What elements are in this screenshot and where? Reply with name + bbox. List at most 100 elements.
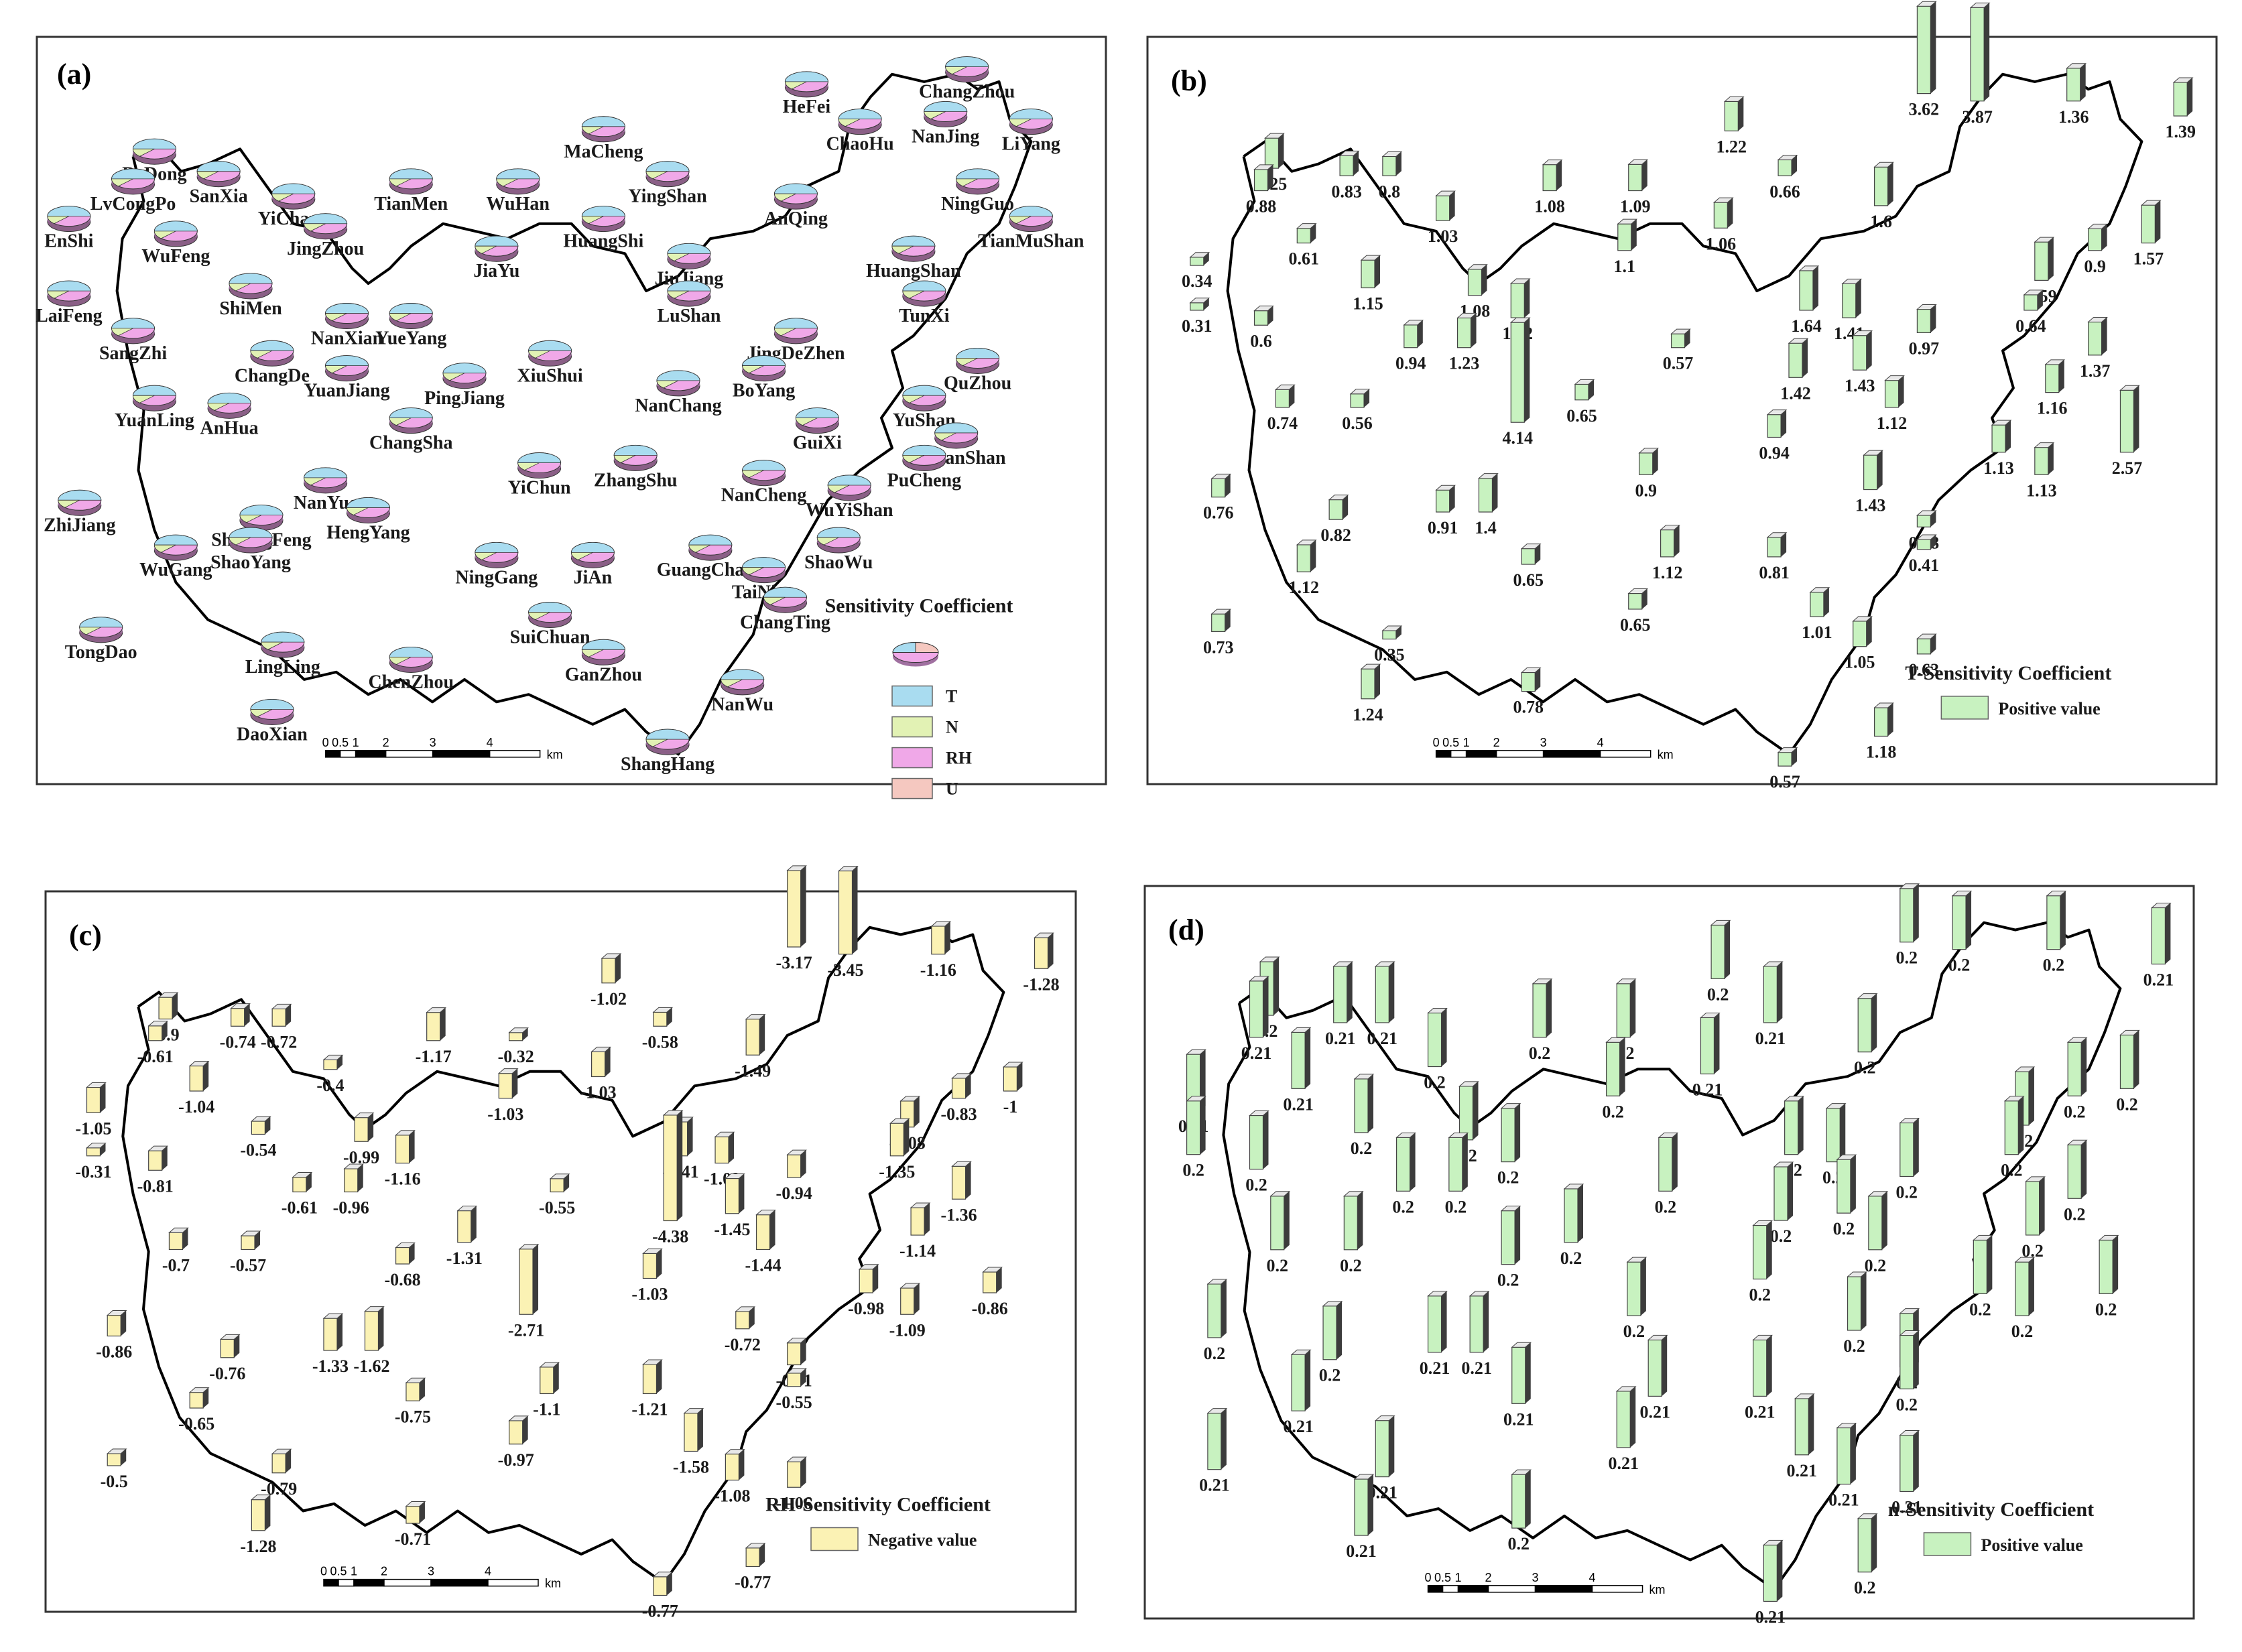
bar-value-label: 0.21 bbox=[1609, 1454, 1639, 1473]
bar-side bbox=[162, 1021, 168, 1041]
pie-slice-t bbox=[667, 243, 711, 254]
bar-top bbox=[1777, 154, 1798, 160]
bar-top bbox=[910, 1202, 931, 1208]
bar-top bbox=[405, 1377, 426, 1383]
bar-value-label: 1.12 bbox=[1652, 563, 1683, 582]
bar-side bbox=[2081, 1037, 2087, 1096]
bar-side bbox=[965, 1073, 971, 1098]
station-pie: ChangSha bbox=[369, 407, 453, 454]
bar-top bbox=[2066, 63, 2087, 69]
station-bar: 1.22 bbox=[1717, 96, 1747, 156]
scale-tick-label: 3 bbox=[1532, 1571, 1539, 1584]
station-bar: 1.23 bbox=[1449, 312, 1479, 373]
pie-slice-n bbox=[721, 679, 743, 688]
bar-top bbox=[1249, 976, 1269, 982]
bar-top bbox=[1627, 588, 1649, 594]
bar-value-label: 1.64 bbox=[1791, 316, 1822, 336]
station-bar: 1.03 bbox=[1428, 190, 1458, 246]
bar-side bbox=[1336, 1301, 1343, 1360]
bar-top bbox=[1206, 1408, 1228, 1414]
station-bar: 0.2 bbox=[1529, 978, 1553, 1063]
legend-swatch bbox=[891, 747, 933, 769]
station-label: NanXian bbox=[311, 328, 383, 349]
bar-value-label: -1.09 bbox=[889, 1320, 926, 1340]
bar-front bbox=[1900, 1334, 1914, 1390]
station-bar: 0.2 bbox=[1948, 891, 1973, 975]
scale-segment bbox=[339, 750, 357, 758]
pie-slice-t bbox=[956, 168, 1000, 180]
bar-side bbox=[1449, 191, 1455, 221]
station-pie: NanWu bbox=[711, 669, 773, 715]
bar-value-label: 0.91 bbox=[1428, 518, 1458, 537]
bar-side bbox=[1792, 747, 1798, 767]
pie-slice-n bbox=[261, 641, 284, 650]
bar-front bbox=[889, 1123, 904, 1157]
station-bar: 0.2 bbox=[1896, 883, 1920, 968]
station-pie: YuanJiang bbox=[304, 355, 390, 401]
bar-top bbox=[1186, 1049, 1206, 1055]
station-bar: 1.1 bbox=[1614, 218, 1638, 276]
bar-front bbox=[745, 1019, 760, 1056]
station-bar: 0.2 bbox=[1245, 1110, 1269, 1195]
station-bar: 0.21 bbox=[1745, 1334, 1775, 1421]
bar-front bbox=[642, 1253, 658, 1279]
bar-side bbox=[656, 1249, 662, 1279]
bar-front bbox=[663, 1115, 678, 1222]
bar-side bbox=[2080, 63, 2086, 101]
station-label: NingGuo bbox=[941, 194, 1014, 214]
pie-slice-n bbox=[389, 313, 412, 321]
bar-front bbox=[1211, 478, 1226, 498]
pie-slice-n bbox=[250, 709, 273, 717]
bar-top bbox=[86, 1143, 107, 1149]
bar-front bbox=[1564, 1188, 1578, 1243]
station-pie: ShangHang bbox=[621, 728, 714, 775]
bar-value-label: 0.21 bbox=[1461, 1358, 1492, 1378]
pie-slice-t bbox=[111, 168, 155, 180]
scale-segment bbox=[1427, 1585, 1444, 1593]
bar-top bbox=[1189, 252, 1210, 258]
bar-value-label: 0.2 bbox=[1245, 1176, 1267, 1195]
bar-side bbox=[2165, 903, 2171, 964]
bar-top bbox=[497, 1068, 519, 1074]
bar-top bbox=[364, 1306, 385, 1312]
station-label: NanJing bbox=[912, 127, 979, 147]
station-bar: 1.12 bbox=[1652, 525, 1683, 582]
bar-value-label: 0.2 bbox=[2011, 1322, 2034, 1341]
bar-top bbox=[899, 1283, 921, 1289]
bar-value-label: -1.04 bbox=[178, 1097, 214, 1117]
station-pie: ChangTing bbox=[740, 586, 830, 633]
bar-top bbox=[271, 1003, 292, 1009]
bar-front bbox=[1339, 155, 1354, 176]
bar-side bbox=[1273, 957, 1280, 1016]
bar-value-label: 0.73 bbox=[1203, 637, 1234, 657]
bar-front bbox=[1510, 283, 1525, 318]
pie-slice-n bbox=[1009, 119, 1032, 127]
bar-top bbox=[858, 1264, 879, 1270]
bar-top bbox=[1353, 1074, 1375, 1080]
bar-top bbox=[1899, 1308, 1920, 1314]
bar-value-label: 0.6 bbox=[1250, 331, 1272, 351]
bar-side bbox=[1913, 1118, 1919, 1177]
station-bar: 0.21 bbox=[1639, 1334, 1670, 1421]
station-bar: -0.83 bbox=[940, 1073, 977, 1124]
station-label: JingZhou bbox=[287, 239, 364, 259]
bar-value-label: 1.12 bbox=[1877, 414, 1908, 433]
bar-top bbox=[1500, 1206, 1521, 1212]
bar-value-label: 0.66 bbox=[1769, 182, 1800, 201]
station-bar: 0.88 bbox=[1246, 164, 1277, 216]
bar-value-label: 0.88 bbox=[1246, 197, 1277, 216]
pie-slice-n bbox=[774, 328, 796, 336]
station-label: WuFeng bbox=[141, 246, 210, 267]
bar-side bbox=[1619, 1037, 1625, 1096]
bar-value-label: -1.03 bbox=[631, 1285, 668, 1304]
bar-side bbox=[873, 1264, 879, 1293]
station-bar: 0.21 bbox=[1367, 961, 1397, 1048]
bar-side bbox=[1546, 978, 1552, 1037]
bar-side bbox=[739, 1173, 745, 1214]
bar-front bbox=[1794, 1398, 1809, 1456]
bar-front bbox=[1448, 1137, 1463, 1192]
bar-front bbox=[2067, 1041, 2082, 1096]
pie-slice-n bbox=[79, 627, 101, 635]
station-bar: -0.71 bbox=[395, 1501, 431, 1549]
bar-top bbox=[889, 1118, 910, 1124]
